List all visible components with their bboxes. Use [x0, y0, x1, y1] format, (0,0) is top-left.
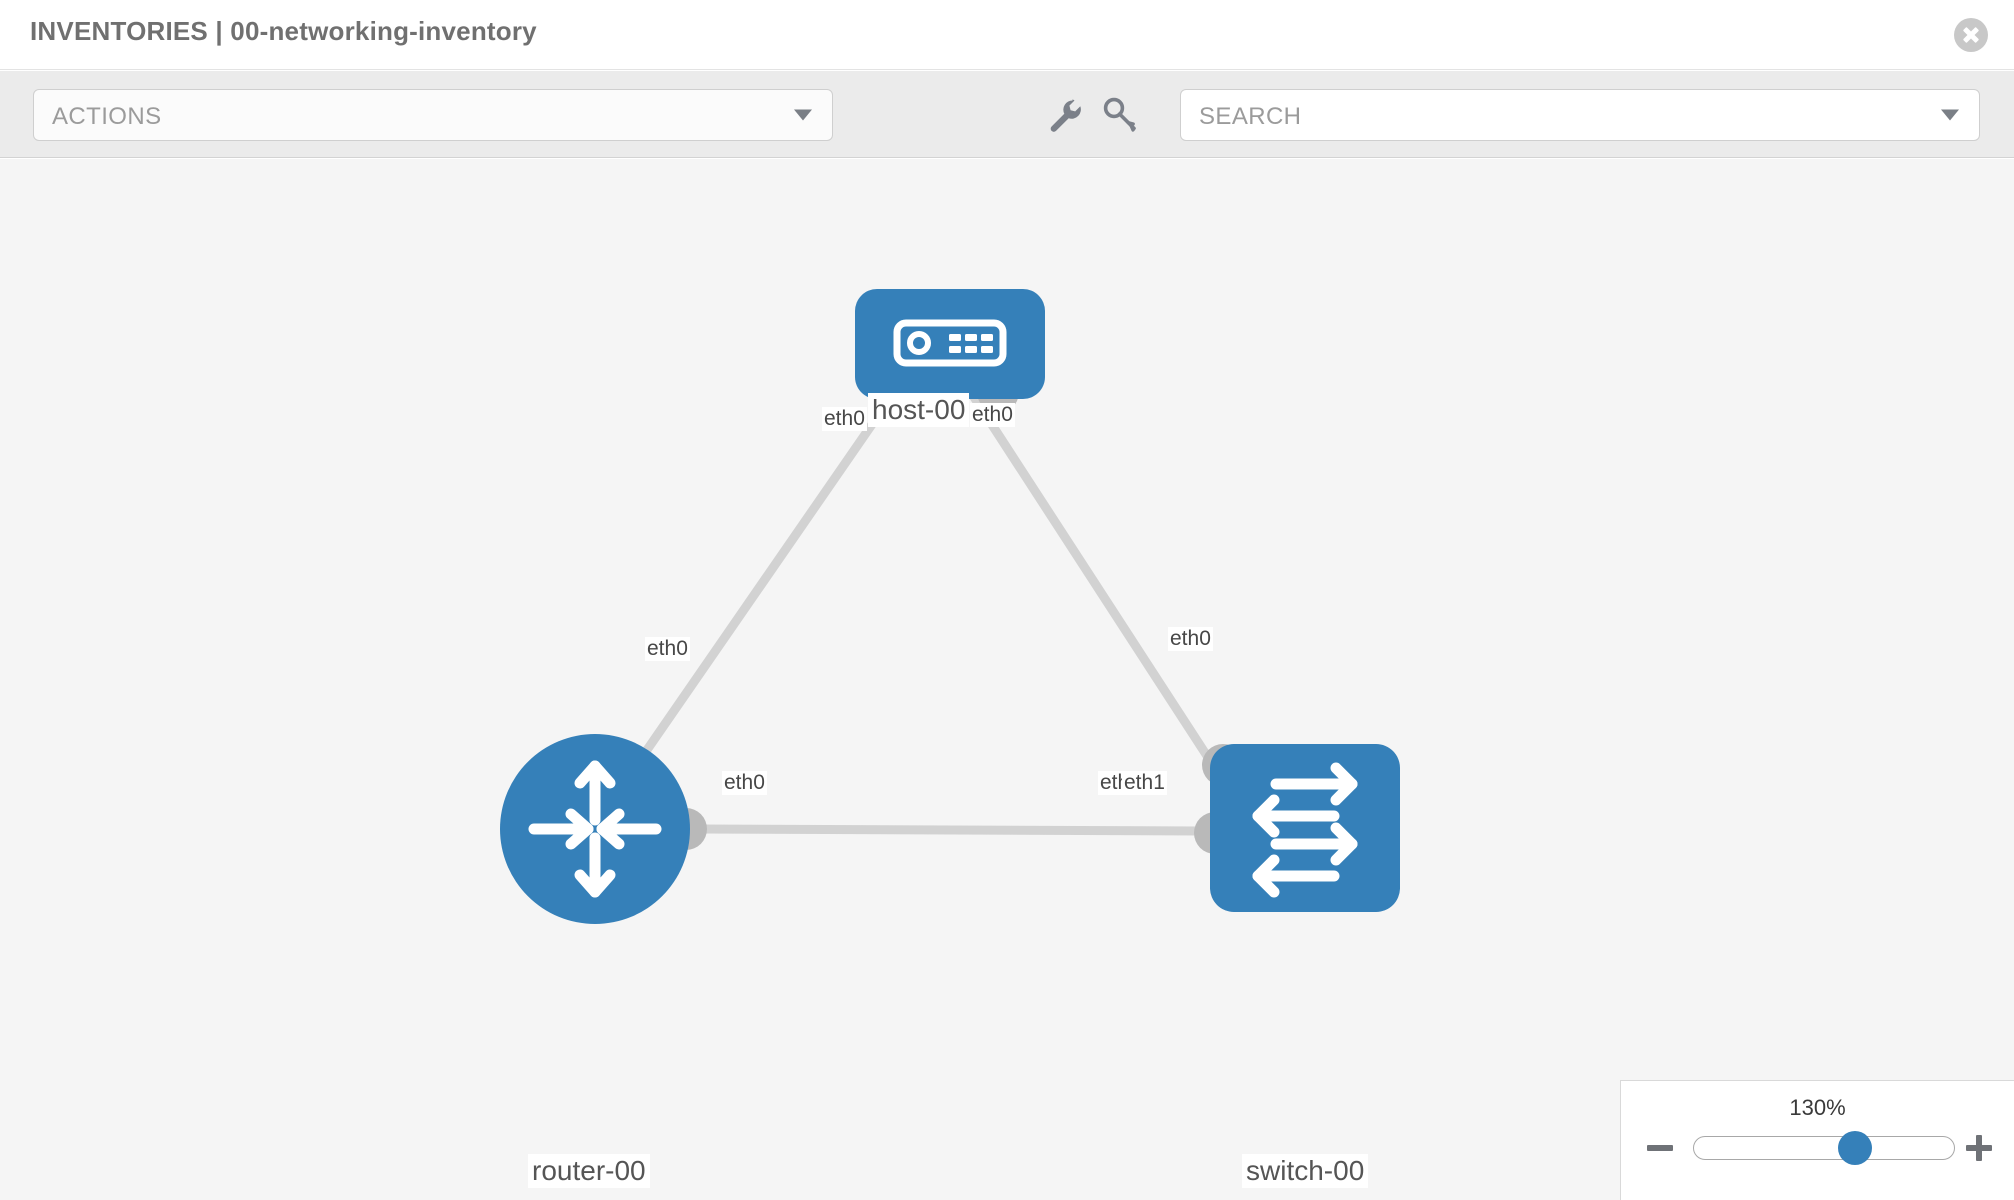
iface-label: eth0 — [1168, 627, 1213, 651]
minus-icon-bar — [1647, 1145, 1673, 1151]
iface-label: eth0 — [645, 637, 690, 661]
node-host-00[interactable] — [855, 289, 1045, 413]
link-router00-switch00 — [695, 824, 1205, 836]
iface-label: eth0 — [970, 403, 1015, 427]
iface-label: eth1 — [1122, 771, 1167, 795]
link-host00-router00 — [615, 389, 898, 794]
router-icon — [528, 760, 662, 898]
chevron-down-icon — [794, 109, 812, 121]
link-host00-switch00 — [967, 389, 1227, 784]
topology-links — [615, 389, 1227, 836]
zoom-slider[interactable] — [1693, 1131, 1955, 1165]
minus-icon[interactable] — [1645, 1133, 1675, 1163]
iface-label: eth0 — [822, 407, 867, 431]
chevron-down-icon[interactable] — [1941, 109, 1959, 121]
plus-icon[interactable] — [1964, 1133, 1994, 1163]
iface-label: eth0 — [722, 771, 767, 795]
page-header: INVENTORIES | 00-networking-inventory — [0, 0, 2014, 70]
key-icon[interactable] — [1098, 93, 1142, 137]
zoom-slider-handle[interactable] — [1838, 1131, 1873, 1165]
server-icon — [893, 319, 1007, 367]
router-node-shape — [500, 734, 690, 924]
switch-node-shape — [1210, 744, 1400, 912]
toolbar: ACTIONS SEARCH — [0, 71, 2014, 158]
wrench-icon[interactable] — [1042, 93, 1086, 137]
zoom-level-label: 130% — [1789, 1095, 1846, 1120]
switch-icon — [1252, 762, 1358, 898]
node-label-switch-00: switch-00 — [1242, 1154, 1369, 1188]
page-title: INVENTORIES | 00-networking-inventory — [30, 16, 537, 46]
node-switch-00[interactable] — [1194, 744, 1400, 912]
plus-icon-bar-vertical — [1976, 1135, 1982, 1161]
actions-dropdown-label: ACTIONS — [52, 103, 162, 130]
search-input-placeholder: SEARCH — [1199, 103, 1302, 130]
topology-canvas[interactable]: eth0 eth0 eth0 eth0 eth0 eth0 eth1 host-… — [0, 159, 2014, 1200]
actions-dropdown[interactable]: ACTIONS — [33, 89, 833, 141]
search-input[interactable]: SEARCH — [1180, 89, 1980, 141]
node-label-router-00: router-00 — [528, 1154, 650, 1188]
close-icon[interactable] — [1954, 18, 1988, 52]
zoom-control-panel: 130% — [1620, 1080, 2014, 1200]
host-node-shape — [855, 289, 1045, 399]
node-label-host-00: host-00 — [868, 393, 970, 427]
node-router-00[interactable] — [500, 734, 707, 924]
